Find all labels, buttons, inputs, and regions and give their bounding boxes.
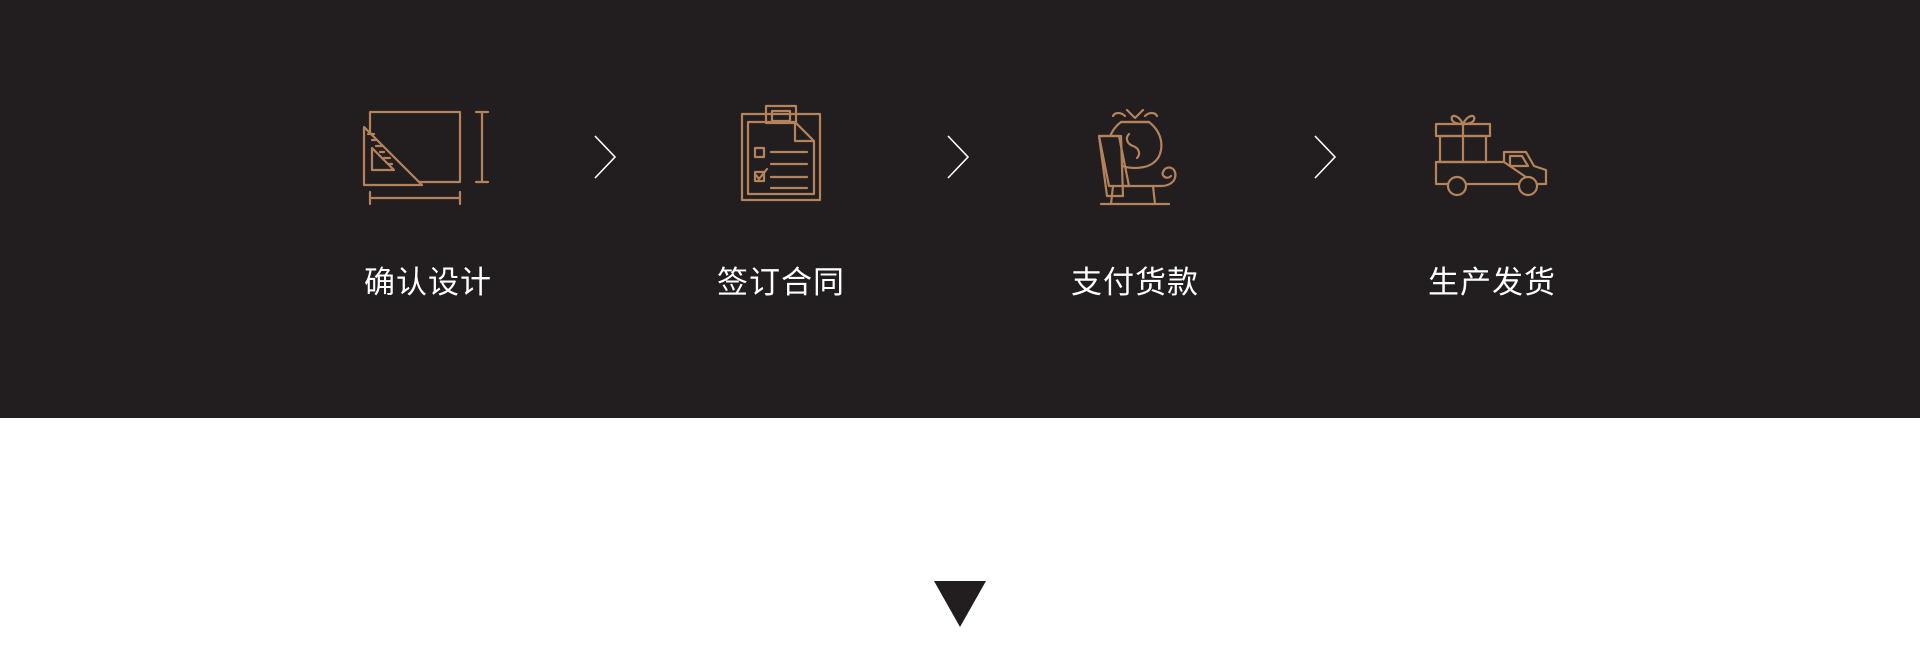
step-label: 支付货款 (1071, 265, 1199, 301)
lower-section (0, 418, 1920, 657)
step-sign-contract: 签订合同 (651, 100, 911, 320)
step-label: 生产发货 (1428, 265, 1556, 301)
step-label: 确认设计 (364, 265, 492, 301)
step-label: 签订合同 (717, 265, 845, 301)
clipboard-checklist-icon (651, 100, 911, 210)
chevron-right-icon (1312, 134, 1338, 180)
process-steps-band: 确认设计 签订合同 (0, 0, 1920, 418)
step-pay: 支付货款 (1005, 100, 1265, 320)
step-ship: 生产发货 (1362, 100, 1622, 320)
chevron-right-icon (592, 134, 618, 180)
chevron-right-icon (945, 134, 971, 180)
step-confirm-design: 确认设计 (298, 100, 558, 320)
triangle-down-icon (934, 581, 986, 627)
drafting-ruler-icon (298, 100, 558, 210)
gift-truck-icon (1362, 100, 1622, 210)
money-bag-sleigh-icon (1005, 100, 1265, 210)
